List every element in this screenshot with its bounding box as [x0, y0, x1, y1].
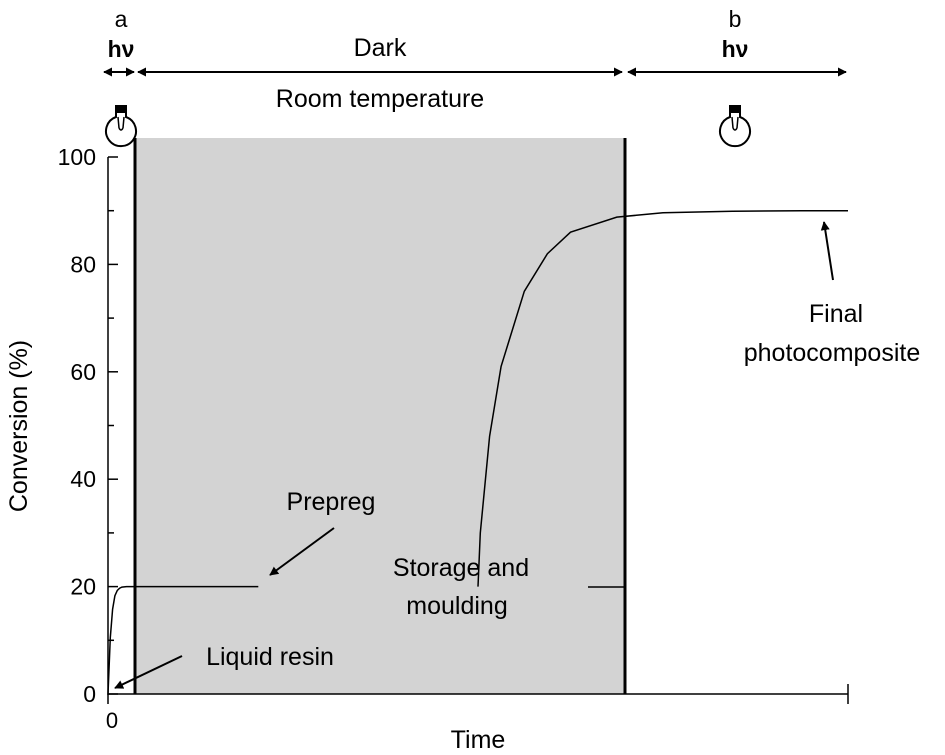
prepreg-label: Prepreg — [287, 488, 376, 516]
y-tick-label-4: 80 — [70, 251, 96, 277]
x-tick-label-0: 0 — [106, 708, 118, 733]
storage-region-label-1: Storage and — [393, 554, 529, 582]
final-label-1: Final — [809, 300, 863, 328]
prepreg-arrow — [269, 527, 335, 576]
y-tick-label-5: 100 — [58, 144, 96, 170]
phase-dark-label: Dark — [354, 34, 407, 62]
y-tick-label-1: 20 — [70, 574, 96, 600]
x-axis-title: Time — [451, 726, 506, 754]
y-axis: 0 20 40 60 80 100 — [58, 144, 118, 707]
liquid-resin-label: Liquid resin — [206, 643, 334, 671]
liquid-resin-arrow — [114, 655, 183, 689]
phase-a-symbol: hν — [108, 36, 135, 62]
lightbulb-icon — [105, 104, 137, 148]
storage-region-label-2: moulding — [406, 592, 507, 620]
storage-region — [135, 138, 625, 694]
phase-dark-sublabel: Room temperature — [276, 85, 484, 113]
lightbulb-icon-b — [719, 104, 751, 148]
phase-a-letter: a — [115, 6, 128, 32]
y-tick-label-0: 0 — [83, 681, 96, 707]
y-tick-label-2: 40 — [70, 466, 96, 492]
final-arrow — [820, 221, 834, 281]
series-final-curve — [477, 209, 848, 587]
y-axis-title: Conversion (%) — [5, 340, 33, 512]
series-prepreg-curve — [107, 585, 259, 695]
phase-b-letter: b — [729, 6, 742, 32]
final-label-2: photocomposite — [744, 339, 921, 367]
y-tick-label-3: 60 — [70, 359, 96, 385]
x-axis — [107, 684, 849, 704]
phase-b-symbol: hν — [722, 36, 749, 62]
